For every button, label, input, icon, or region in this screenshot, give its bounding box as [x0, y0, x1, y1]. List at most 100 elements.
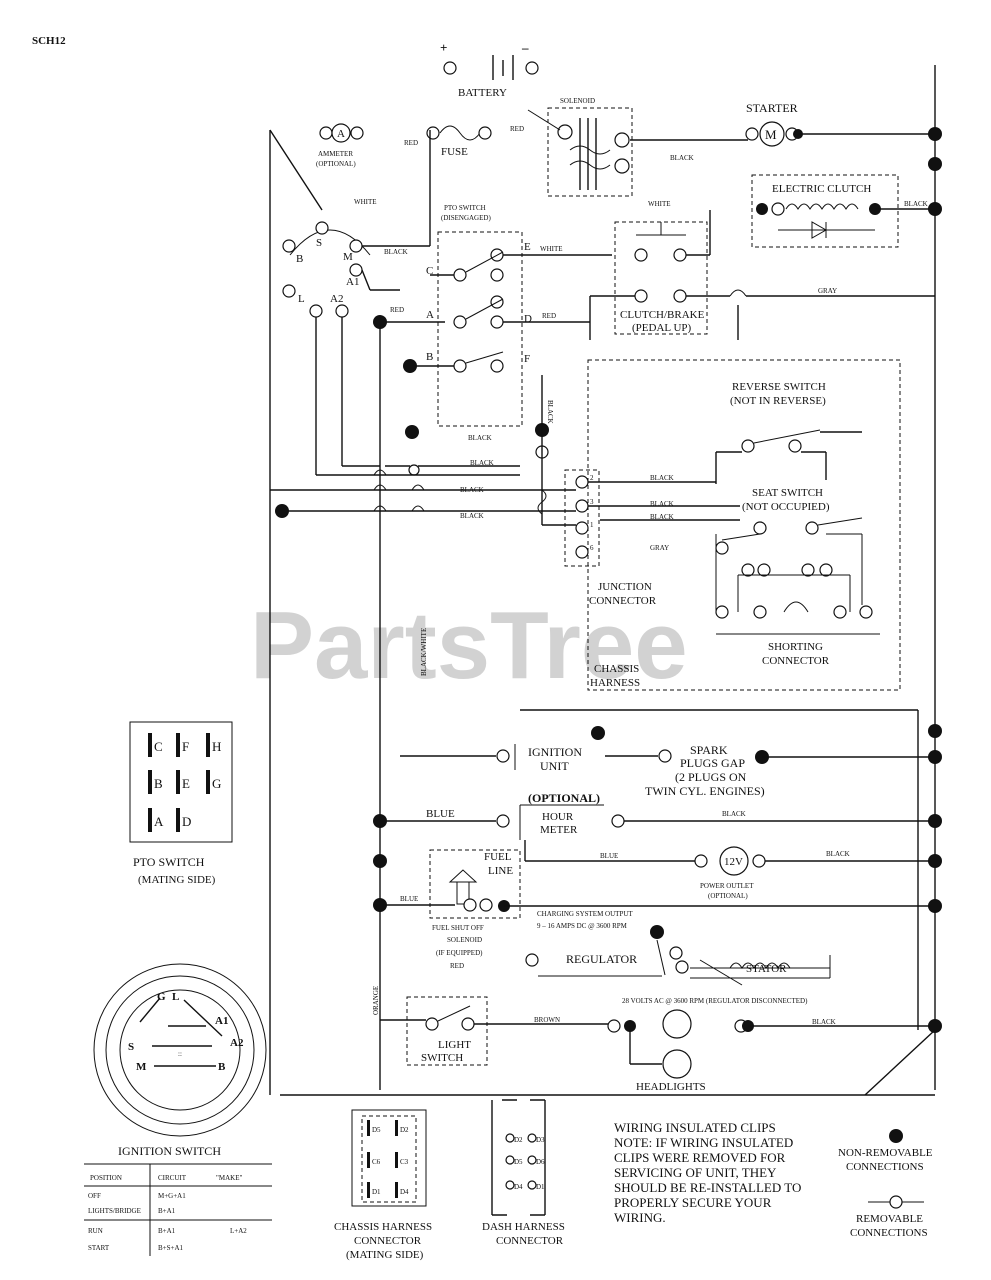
svg-text:A: A	[426, 309, 434, 321]
svg-text:S: S	[316, 237, 322, 249]
note-line: NOTE: IF WIRING INSULATED	[614, 1135, 793, 1150]
svg-text:3: 3	[590, 498, 594, 506]
svg-text:S: S	[128, 1041, 134, 1053]
pto-pin-label: G	[212, 776, 221, 791]
watermark: PartsTree	[250, 592, 688, 699]
svg-text:12V: 12V	[724, 856, 743, 868]
svg-text:(MATING SIDE): (MATING SIDE)	[346, 1249, 424, 1261]
svg-text:UNIT: UNIT	[540, 759, 569, 773]
note-line: WIRING.	[614, 1210, 666, 1225]
note-line: PROPERLY SECURE YOUR	[614, 1195, 772, 1210]
ign-table-position: START	[88, 1244, 110, 1252]
pto-pin-label: F	[182, 739, 189, 754]
svg-text:(PEDAL UP): (PEDAL UP)	[632, 322, 692, 334]
ign-table-circuit: B+A1	[158, 1207, 176, 1215]
starter: STARTER M	[745, 101, 942, 171]
svg-text:LIGHT: LIGHT	[438, 1039, 471, 1051]
svg-text:A1: A1	[346, 276, 359, 288]
svg-text:9 – 16 AMPS DC @ 3600 RPM: 9 – 16 AMPS DC @ 3600 RPM	[537, 922, 628, 930]
svg-text:SOLENOID: SOLENOID	[447, 936, 482, 944]
pto-pin-label: E	[182, 776, 190, 791]
dash-pin-label: D1	[536, 1183, 545, 1191]
svg-text:JUNCTION: JUNCTION	[598, 581, 652, 593]
ign-table-header: "MAKE"	[216, 1174, 242, 1182]
svg-text:CONNECTOR: CONNECTOR	[354, 1235, 422, 1247]
ign-table-circuit: B+S+A1	[158, 1244, 184, 1252]
solenoid: SOLENOID BLACK	[527, 97, 748, 197]
svg-text:METER: METER	[540, 824, 578, 836]
svg-text:A1: A1	[215, 1015, 228, 1027]
svg-text:(MATING SIDE): (MATING SIDE)	[138, 874, 216, 886]
chassis-pin-label: C6	[372, 1158, 381, 1166]
pto-pin-label: D	[182, 814, 191, 829]
svg-text:IGNITION: IGNITION	[528, 745, 582, 759]
pto-pin-bar	[206, 733, 210, 757]
dash-pin	[505, 1155, 515, 1165]
chassis-pin	[395, 1152, 398, 1168]
svg-text:HEADLIGHTS: HEADLIGHTS	[636, 1081, 706, 1093]
note-line: SERVICING OF UNIT, THEY	[614, 1165, 777, 1180]
pto-switch: PTO SWITCH (DISENGAGED) RED C A B E D F …	[373, 204, 612, 442]
ign-table-circuit: B+A1	[158, 1227, 176, 1235]
svg-text:F: F	[524, 353, 530, 365]
ign-table-position: OFF	[88, 1192, 101, 1200]
clutch-brake-switch: WHITE GRAY CLUTCH/BRAKE (PEDAL UP)	[589, 200, 935, 340]
svg-text:SHORTING: SHORTING	[768, 641, 823, 653]
pto-pin-bar	[176, 733, 180, 757]
battery-minus: –	[521, 40, 529, 55]
svg-text:BLUE: BLUE	[426, 808, 455, 820]
bus-wires	[269, 65, 936, 1096]
svg-text:ORANGE: ORANGE	[372, 986, 380, 1015]
dash-pin	[505, 1180, 515, 1190]
svg-text:D: D	[524, 313, 532, 325]
svg-text:CLUTCH/BRAKE: CLUTCH/BRAKE	[620, 309, 705, 321]
svg-text:M: M	[136, 1061, 147, 1073]
svg-text:WHITE: WHITE	[648, 200, 671, 208]
chassis-pin	[367, 1120, 370, 1136]
chassis-pin	[395, 1182, 398, 1198]
svg-text:TWIN CYL. ENGINES): TWIN CYL. ENGINES)	[645, 784, 765, 798]
svg-text:SWITCH: SWITCH	[421, 1052, 463, 1064]
svg-text:PLUGS GAP: PLUGS GAP	[680, 756, 745, 770]
svg-text:CONNECTOR: CONNECTOR	[762, 655, 830, 667]
svg-text:BLACK: BLACK	[460, 486, 484, 494]
svg-text:BLACK: BLACK	[826, 850, 850, 858]
svg-text:CHASSIS: CHASSIS	[594, 663, 639, 675]
svg-text:BROWN: BROWN	[534, 1016, 560, 1024]
dash-pin-label: D6	[536, 1158, 545, 1166]
svg-text:SPARK: SPARK	[690, 743, 728, 757]
svg-text:STARTER: STARTER	[746, 101, 798, 115]
ignition-contacts: B M S A1 A2 L BLACK WHITE	[269, 129, 431, 475]
chassis-pin	[367, 1152, 370, 1168]
svg-text:GRAY: GRAY	[818, 287, 837, 295]
svg-text:B: B	[218, 1061, 226, 1073]
svg-text:FUEL: FUEL	[484, 851, 512, 863]
svg-text:E: E	[524, 241, 531, 253]
svg-text:BLACK: BLACK	[546, 400, 554, 424]
svg-text:A2: A2	[230, 1037, 244, 1049]
svg-text:BLACK: BLACK	[650, 500, 674, 508]
svg-text:WHITE: WHITE	[540, 245, 563, 253]
svg-text:WHITE: WHITE	[354, 198, 377, 206]
svg-text:BLACK: BLACK	[812, 1018, 836, 1026]
svg-text:CHASSIS HARNESS: CHASSIS HARNESS	[334, 1221, 432, 1233]
ign-table-make: L+A2	[230, 1227, 247, 1235]
svg-text:BLACK: BLACK	[384, 248, 408, 256]
svg-text:FUEL SHUT OFF: FUEL SHUT OFF	[432, 924, 484, 932]
fuse: RED FUSE RED	[404, 125, 524, 158]
note-line: SHOULD BE RE-INSTALLED TO	[614, 1180, 801, 1195]
svg-text:L: L	[298, 293, 305, 305]
svg-text:BLACK: BLACK	[460, 512, 484, 520]
svg-text:(2 PLUGS ON: (2 PLUGS ON	[675, 770, 747, 784]
svg-text:A: A	[337, 128, 345, 140]
svg-text:BLUE: BLUE	[400, 895, 418, 903]
svg-text:B: B	[426, 351, 433, 363]
pto-pin-label: H	[212, 739, 221, 754]
note-line: CLIPS WERE REMOVED FOR	[614, 1150, 786, 1165]
svg-text:LINE: LINE	[488, 865, 513, 877]
svg-text:(IF EQUIPPED): (IF EQUIPPED)	[436, 949, 483, 957]
dash-pin-label: D4	[514, 1183, 523, 1191]
junction-connector: 2 3 1 6 JUNCTION CONNECTOR BLACK BLACK B…	[535, 375, 740, 607]
